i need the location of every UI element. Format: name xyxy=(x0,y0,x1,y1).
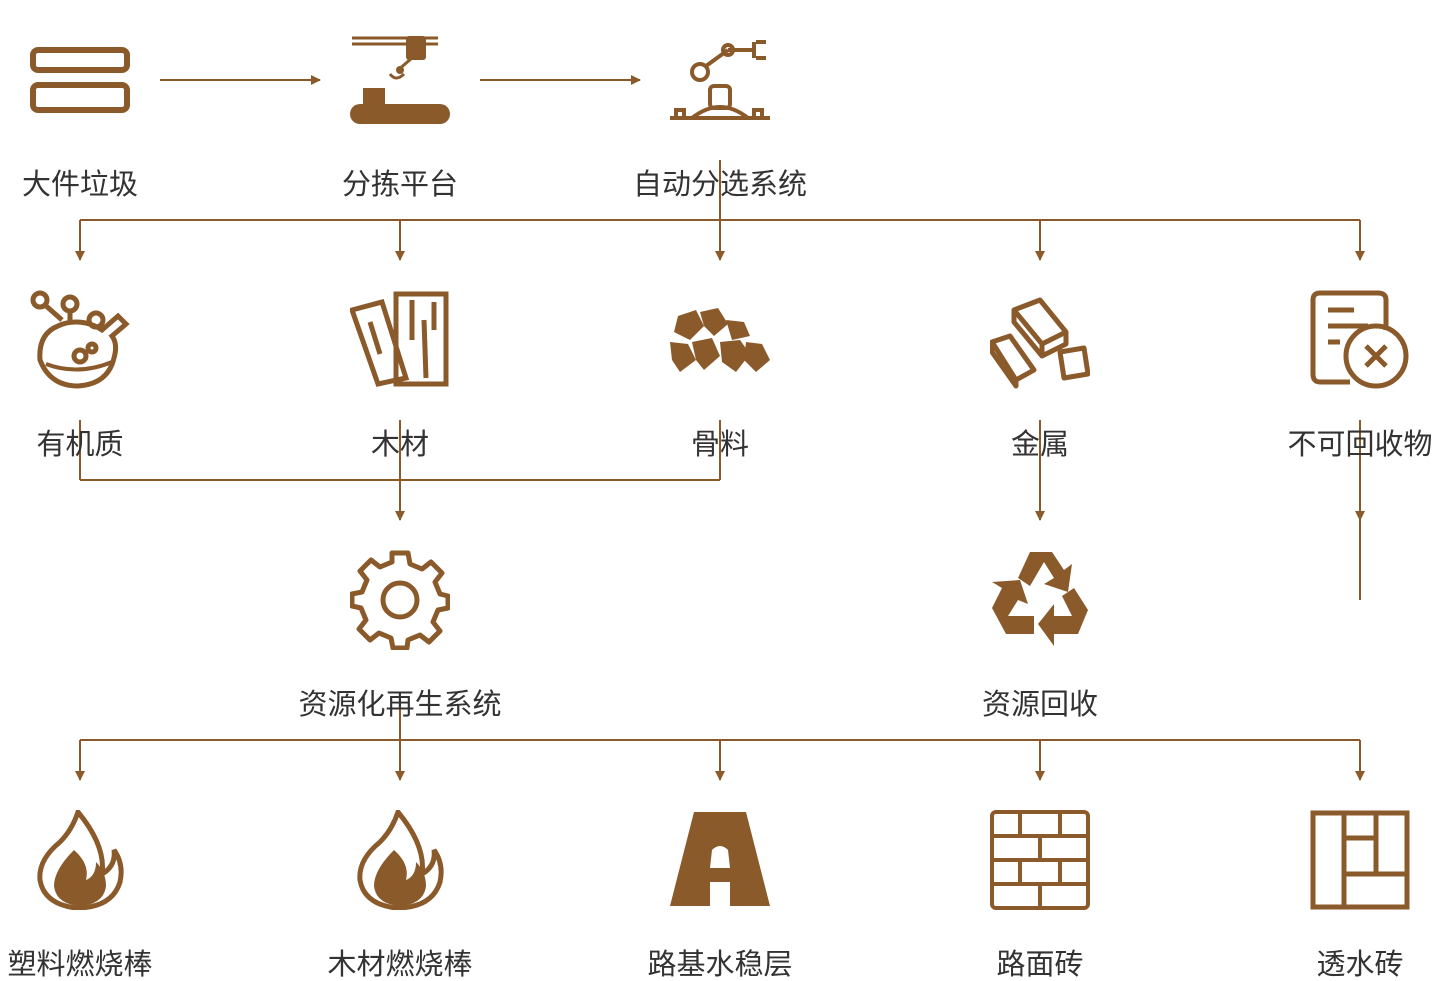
road-icon xyxy=(670,810,770,910)
label-metal: 金属 xyxy=(1010,427,1069,461)
document-x-icon xyxy=(1310,290,1410,390)
label-pavement-brick: 路面砖 xyxy=(996,947,1084,981)
label-recycling: 资源回收 xyxy=(981,687,1098,721)
label-organic: 有机质 xyxy=(36,427,124,461)
flame-icon xyxy=(350,810,450,910)
label-non-recyclable: 不可回收物 xyxy=(1287,427,1433,461)
gear-icon xyxy=(350,550,450,650)
flame-icon xyxy=(30,810,130,910)
label-wood: 木材 xyxy=(370,427,429,461)
label-large-waste: 大件垃圾 xyxy=(21,167,138,201)
label-plastic-rods: 塑料燃烧棒 xyxy=(7,947,153,981)
recycle-icon xyxy=(990,550,1090,650)
label-sorting-platform: 分拣平台 xyxy=(341,167,458,201)
organic-flask-icon xyxy=(30,290,130,390)
stones-icon xyxy=(670,290,770,390)
metal-ingots-icon xyxy=(990,290,1090,390)
brick-wall-icon xyxy=(990,810,1090,910)
label-auto-sorting: 自动分选系统 xyxy=(632,167,807,201)
robot-arm-icon xyxy=(670,30,770,130)
label-aggregate: 骨料 xyxy=(690,427,749,461)
label-permeable-brick: 透水砖 xyxy=(1316,947,1404,981)
permeable-tile-icon xyxy=(1310,810,1410,910)
label-road-base: 路基水稳层 xyxy=(647,947,793,981)
wood-planks-icon xyxy=(350,290,450,390)
stacked-bars-icon xyxy=(30,30,130,130)
label-regeneration: 资源化再生系统 xyxy=(298,687,502,721)
sorting-machine-icon xyxy=(350,30,450,130)
label-wood-rods: 木材燃烧棒 xyxy=(327,947,473,981)
